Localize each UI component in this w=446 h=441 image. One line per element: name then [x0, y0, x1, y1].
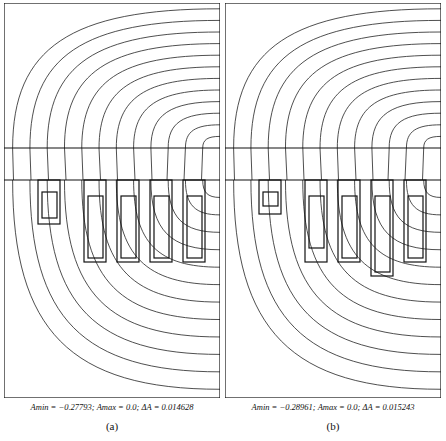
panel-caption: (a): [2, 420, 222, 432]
potential-values: Amin = −0.27793; Amax = 0.0; ΔA = 0.0146…: [2, 402, 222, 412]
slots-b: [259, 180, 426, 276]
potential-values: Amin = −0.28961; Amax = 0.0; ΔA = 0.0152…: [223, 402, 443, 412]
panel-b-field: [225, 3, 441, 398]
panel-caption: (b): [223, 420, 443, 432]
panel-a-field: [4, 3, 220, 398]
slots-a: [38, 180, 205, 262]
